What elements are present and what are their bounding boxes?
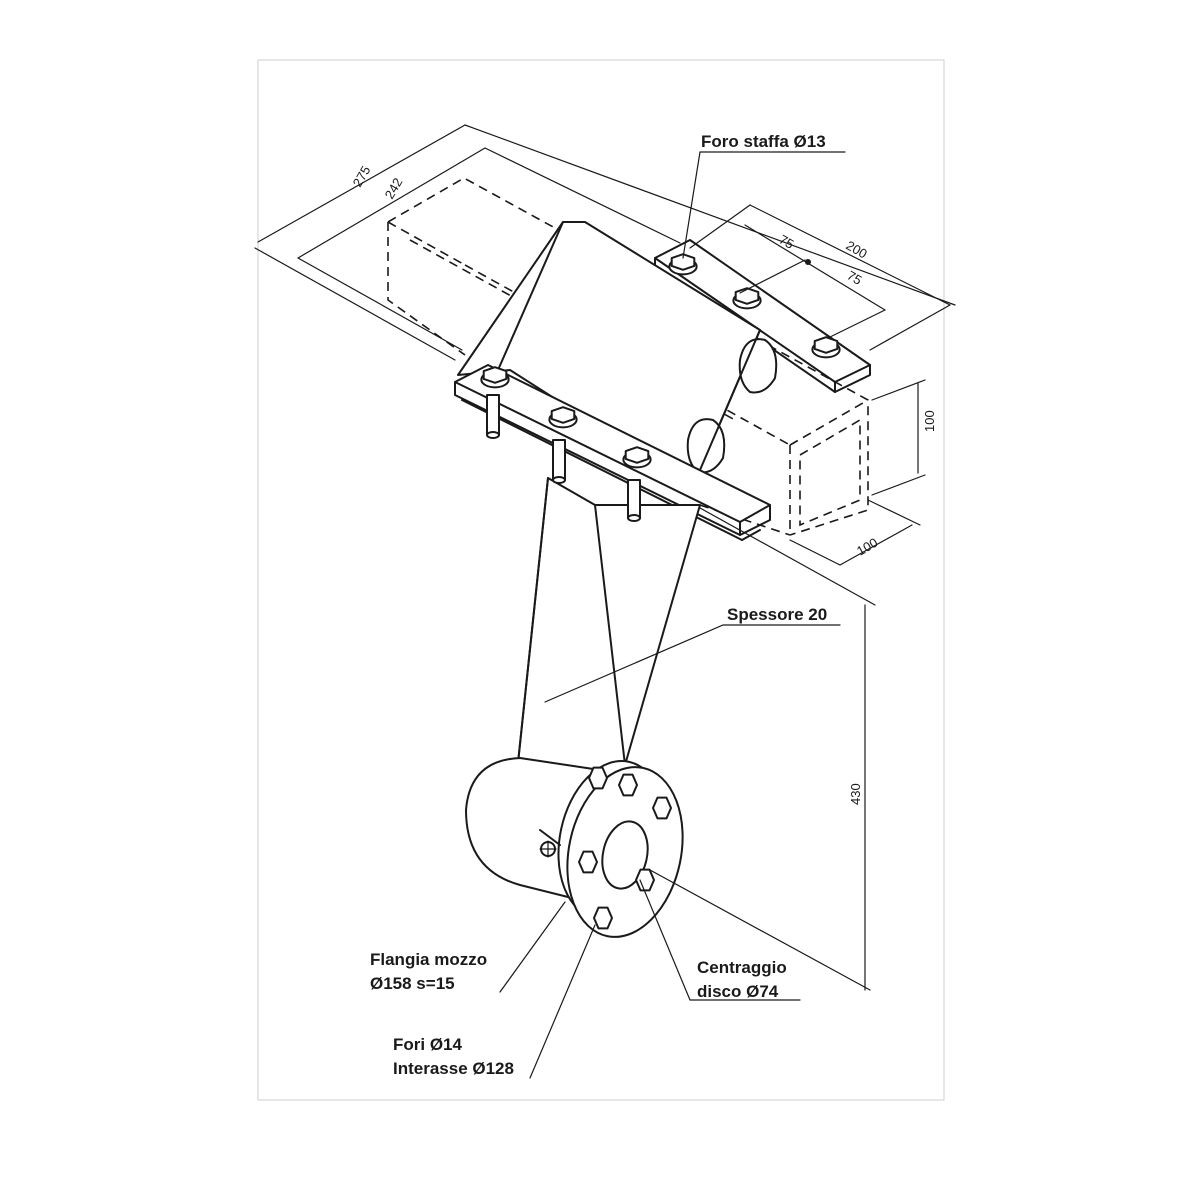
saddle-bracket [457, 221, 778, 474]
flange-nut-6 [588, 766, 608, 790]
drawing-frame [257, 59, 945, 1101]
label-flangia-2: Ø158 s=15 [370, 974, 455, 993]
dimension-lines [254, 124, 956, 991]
hub-flange [465, 757, 684, 938]
hex-nut-4 [480, 366, 510, 389]
label-fori-2: Interasse Ø128 [393, 1059, 514, 1078]
hex-nut-6 [622, 446, 652, 469]
label-fori-1: Fori Ø14 [393, 1035, 463, 1054]
dim-75a: 75 [777, 232, 797, 252]
label-flangia-1: Flangia mozzo [370, 950, 487, 969]
dim-430: 430 [848, 783, 863, 805]
label-centraggio-2: disco Ø74 [697, 982, 779, 1001]
label-foro-staffa: Foro staffa Ø13 [701, 132, 826, 151]
flange-nut-4 [593, 906, 613, 930]
flange-nut-5 [578, 850, 598, 874]
label-centraggio-1: Centraggio [697, 958, 787, 977]
dim-200: 200 [844, 238, 870, 262]
hex-nut-1 [668, 253, 698, 276]
flange-nut-3 [635, 868, 655, 892]
leader-lines [499, 151, 846, 1079]
flange-nut-1 [618, 773, 638, 797]
annotation-labels: Foro staffa Ø13 Spessore 20 Flangia mozz… [370, 132, 827, 1078]
hex-nut-5 [548, 406, 578, 429]
dim-275: 275 [350, 163, 374, 189]
dim-100-vertical: 100 [922, 410, 937, 432]
flange-nut-2 [652, 796, 672, 820]
label-spessore: Spessore 20 [727, 605, 827, 624]
dim-75b: 75 [845, 268, 865, 288]
flange-nuts [578, 766, 672, 930]
dimension-values: 275 242 200 75 75 100 100 430 [350, 163, 937, 805]
hex-nut-2 [732, 287, 762, 310]
stud-bolts [486, 394, 641, 522]
hex-nuts [480, 253, 841, 469]
hex-nut-3 [811, 336, 841, 359]
